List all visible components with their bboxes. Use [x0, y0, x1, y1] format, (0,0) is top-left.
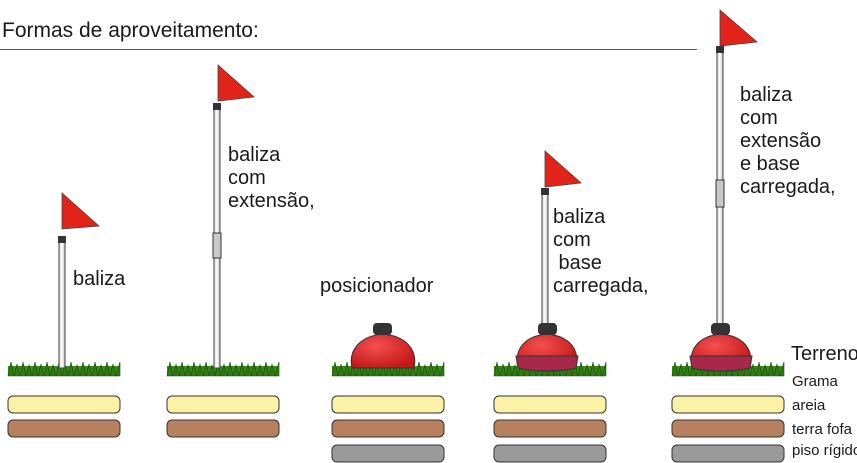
pole-cap [58, 236, 66, 243]
sand-layer [671, 395, 785, 414]
positioner-knob [373, 323, 392, 335]
grass-tuft [331, 361, 445, 378]
floor-layer [331, 444, 445, 463]
positioner-knob [711, 323, 730, 335]
pole-coupling [212, 232, 222, 259]
weight-base [689, 355, 753, 372]
floor-layer [671, 444, 785, 463]
soil-layer [671, 419, 785, 438]
terrain-floor-label: piso rígido [792, 442, 857, 459]
soil-layer [7, 419, 121, 438]
label-baliza-extensao-base: baliza com extensão e base carregada, [740, 84, 836, 198]
sand-layer [331, 395, 445, 414]
pole-cap [716, 46, 724, 53]
label-baliza-base: baliza com base carregada, [553, 206, 649, 297]
flag [719, 9, 758, 47]
terrain-heading: Terreno [791, 343, 857, 365]
pole [541, 192, 549, 334]
terrain-soil-label: terra fofa [792, 421, 853, 438]
flag [61, 192, 100, 230]
label-baliza: baliza [73, 268, 126, 290]
positioner-knob [538, 323, 557, 335]
label-posicionador: posicionador [320, 275, 434, 297]
pole-cap [213, 103, 221, 110]
title-underline [0, 49, 697, 50]
weight-base [515, 355, 579, 372]
terrain-grass-label: Grama [792, 373, 838, 390]
pole [58, 239, 66, 369]
label-baliza-extensao: baliza com extensão, [228, 144, 315, 212]
sand-layer [493, 395, 607, 414]
column-baliza-base [493, 150, 607, 463]
sand-layer [7, 395, 121, 414]
terrain-sand-label: areia [792, 397, 826, 414]
column-posicionador [331, 323, 445, 463]
pole-cap [541, 188, 549, 195]
soil-layer [493, 419, 607, 438]
soil-layer [331, 419, 445, 438]
sand-layer [166, 395, 280, 414]
pole-coupling [715, 179, 725, 208]
positioner-weight [350, 333, 416, 369]
grass-tuft [7, 361, 121, 378]
soil-layer [166, 419, 280, 438]
flag [217, 64, 255, 102]
column-baliza [7, 192, 121, 438]
flag [544, 150, 582, 188]
diagram-title: Formas de aproveitamento: [2, 19, 259, 42]
column-baliza-extensao [166, 64, 280, 438]
column-baliza-extensao-base [671, 9, 785, 463]
grass-tuft [166, 361, 280, 378]
floor-layer [493, 444, 607, 463]
